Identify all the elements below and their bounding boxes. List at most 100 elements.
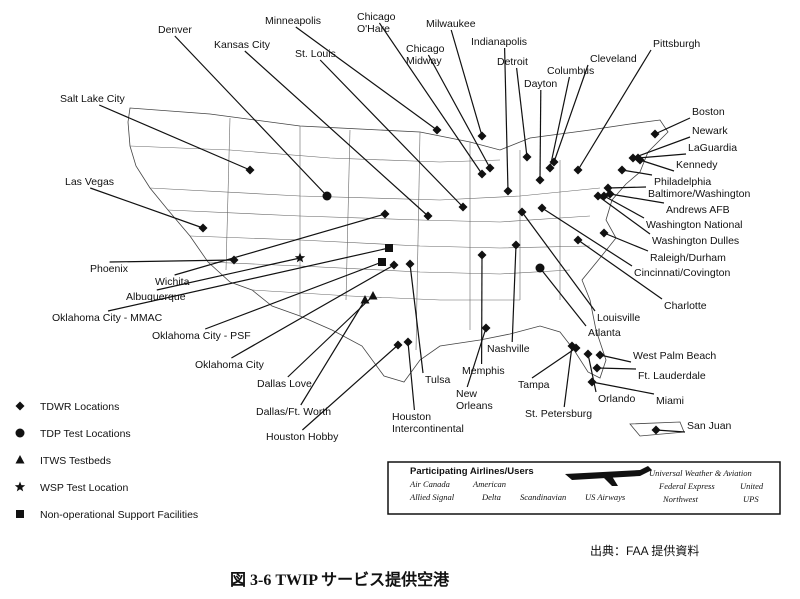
leader-line-west-palm-beach [599,354,632,363]
leader-line-nashville [511,244,517,343]
site-label-kansas-city: Kansas City [214,39,271,51]
airlines-box-frame [387,461,781,515]
site-marker-washington-national [599,191,609,201]
leader-line-denver [174,35,328,197]
site-marker-albuquerque [294,252,306,263]
site-marker-milwaukee [477,131,487,141]
site-label-houston-hobby: Houston Hobby [266,431,339,443]
legend-label-tdp: TDP Test Locations [40,428,131,440]
site-label-orlando: Orlando [598,393,636,405]
site-marker-orlando [583,349,593,359]
site-marker-dallas-ft-worth [360,295,370,304]
site-label-kennedy: Kennedy [676,159,718,171]
leader-line-philadelphia [621,169,653,176]
site-label-tampa: Tampa [518,379,550,391]
site-marker-dayton [535,175,545,185]
site-marker-wichita [380,209,390,219]
airline-scandinavian: Scandinavian [520,492,566,502]
leader-line-pittsburgh [577,49,652,171]
site-marker-kennedy [635,155,645,165]
state-border [415,131,421,351]
site-marker-phoenix [229,255,239,265]
leader-line-cincinnati-covington [541,207,633,267]
leader-line-dayton [539,89,542,181]
leader-line-detroit [516,67,528,158]
leader-line-oklahoma-city-psf [204,261,383,330]
site-label-oklahoma-city-psf: Oklahoma City - PSF [152,330,251,342]
site-label-detroit: Detroit [497,56,528,68]
site-marker-minneapolis [432,125,442,135]
leader-line-chicago-midway [427,54,491,169]
leader-line-st-petersburg [563,345,573,408]
leader-line-ft-lauderdale [596,367,637,370]
leader-line-dallas-ft-worth [300,299,366,406]
site-label-denver: Denver [158,24,192,36]
site-marker-cleveland [549,157,559,167]
leader-line-wichita [174,213,386,276]
site-label-newark: Newark [692,125,728,137]
leader-line-kennedy [639,159,675,172]
site-label-columbus: Columbus [547,65,594,77]
site-marker-newark [628,153,638,163]
legend-marker-support [16,510,24,518]
site-marker-tulsa [405,259,415,269]
site-marker-salt-lake-city [245,165,255,175]
site-label-tulsa: Tulsa [425,374,450,386]
leader-line-andrews-afb [609,193,665,204]
state-border [251,289,520,301]
site-marker-kansas-city [423,211,433,221]
site-marker-dallas-love [368,291,378,300]
leader-line-oklahoma-city-mmac [107,247,390,312]
site-marker-philadelphia [617,165,627,175]
site-label-washington-dulles: Washington Dulles [652,235,739,247]
site-label-miami: Miami [656,395,684,407]
site-marker-detroit [522,152,532,162]
site-label-dallas-love: Dallas Love [257,378,312,390]
site-label-indianapolis: Indianapolis [471,36,527,48]
site-marker-las-vegas [198,223,208,233]
site-marker-west-palm-beach [595,350,605,360]
site-marker-houston-intercontinental [403,337,413,347]
site-label-andrews-afb: Andrews AFB [666,204,730,216]
leader-line-tampa [531,347,577,379]
airline-air-canada: Air Canada [409,479,450,489]
leader-line-baltimore-washington [607,186,647,189]
leader-line-newark [632,136,691,159]
airplane-icon [565,466,652,480]
site-marker-charlotte [573,235,583,245]
site-marker-indianapolis [503,186,513,196]
state-border [149,187,601,201]
airlines-title: Participating Airlines/Users [410,466,534,477]
leader-line-miami [591,381,655,395]
leader-line-new-orleans [466,327,487,388]
site-marker-washington-dulles [593,191,603,201]
leader-line-washington-national [603,195,645,219]
airline-federal-express: Federal Express [658,481,715,491]
site-label-oklahoma-city: Oklahoma City [195,359,265,371]
leader-line-san-juan [655,429,686,433]
site-marker-st-louis [458,202,468,212]
site-marker-new-orleans [481,323,491,333]
site-marker-pittsburgh [573,165,583,175]
airline-united: United [740,481,764,491]
leader-line-indianapolis [504,47,509,192]
state-borders [129,117,601,351]
site-label-laguardia: LaGuardia [688,142,737,154]
site-label-san-juan: San Juan [687,420,732,432]
legend-marker-tdwr [15,401,25,411]
site-label-pittsburgh: Pittsburgh [653,38,700,50]
site-label-oklahoma-city-mmac: Oklahoma City - MMAC [52,312,163,324]
airline-allied-signal: Allied Signal [409,492,455,502]
site-marker-san-juan [651,425,661,435]
leader-line-minneapolis [295,26,438,131]
state-border [345,129,351,301]
site-label-louisville: Louisville [597,312,640,324]
site-label-minneapolis: Minneapolis [265,15,321,27]
site-label-philadelphia: Philadelphia [654,176,711,188]
site-label-charlotte: Charlotte [664,300,707,312]
legend-marker-itws [15,455,25,464]
site-marker-columbus [545,163,555,173]
